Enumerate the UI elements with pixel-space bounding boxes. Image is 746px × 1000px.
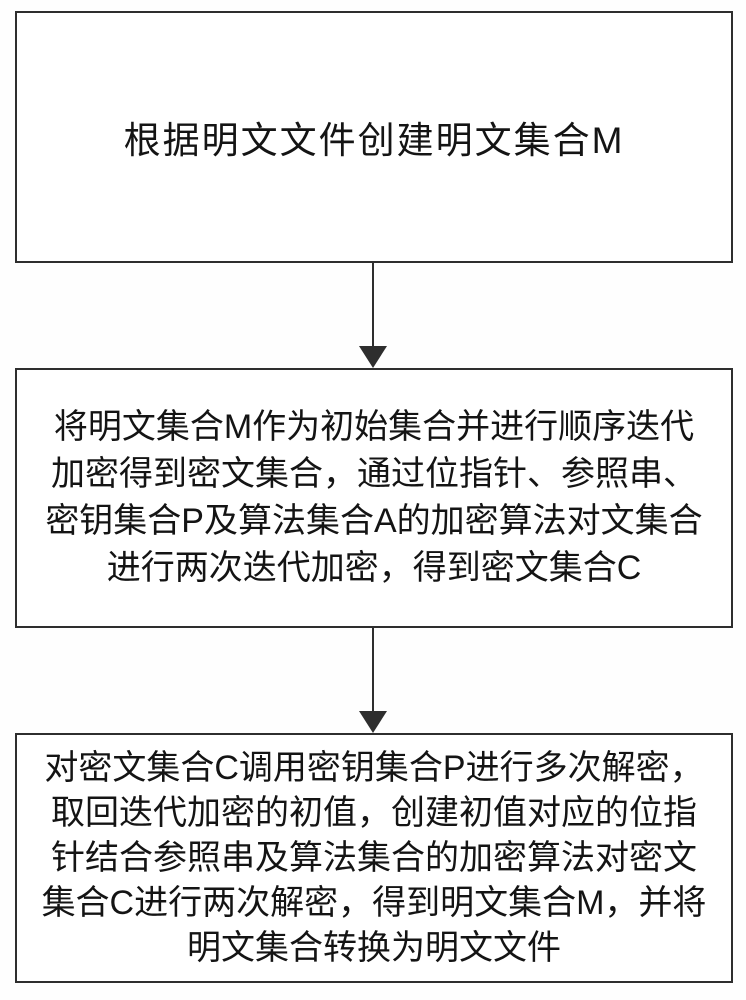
flow-step-3-text-line-3: 针结合参照串及算法集合的加密算法对密文: [51, 838, 697, 877]
flow-step-2-text-line-1: 将明文集合M作为初始集合并进行顺序迭代: [53, 408, 695, 446]
flow-step-1-text: 根据明文文件创建明文集合M: [123, 120, 625, 161]
flow-step-3-text-line-1: 对密文集合C调用密钥集合P进行多次解密，: [44, 748, 704, 787]
flow-step-3-text-line-4: 集合C进行两次解密，得到明文集合M，并将: [41, 883, 707, 922]
flow-step-1: 根据明文文件创建明文集合M: [15, 11, 733, 263]
flow-step-2-text-line-2: 加密得到密文集合，通过位指针、参照串、: [51, 455, 697, 493]
arrow-down-icon: [359, 711, 387, 733]
flow-step-2-text-line-3: 密钥集合P及算法集合A的加密算法对文集合: [45, 502, 703, 540]
flow-step-3-text-line-5: 明文集合转换为明文文件: [187, 928, 561, 967]
arrow-down-icon: [359, 346, 387, 368]
connector-line-2: [372, 628, 374, 712]
connector-line-1: [372, 263, 374, 347]
flow-step-2: 将明文集合M作为初始集合并进行顺序迭代 加密得到密文集合，通过位指针、参照串、 …: [15, 368, 733, 628]
flow-step-3: 对密文集合C调用密钥集合P进行多次解密， 取回迭代加密的初值，创建初值对应的位指…: [15, 733, 733, 983]
flow-step-3-text-line-2: 取回迭代加密的初值，创建初值对应的位指: [51, 793, 697, 832]
flow-step-2-text-line-4: 进行两次迭代加密，得到密文集合C: [106, 549, 642, 587]
